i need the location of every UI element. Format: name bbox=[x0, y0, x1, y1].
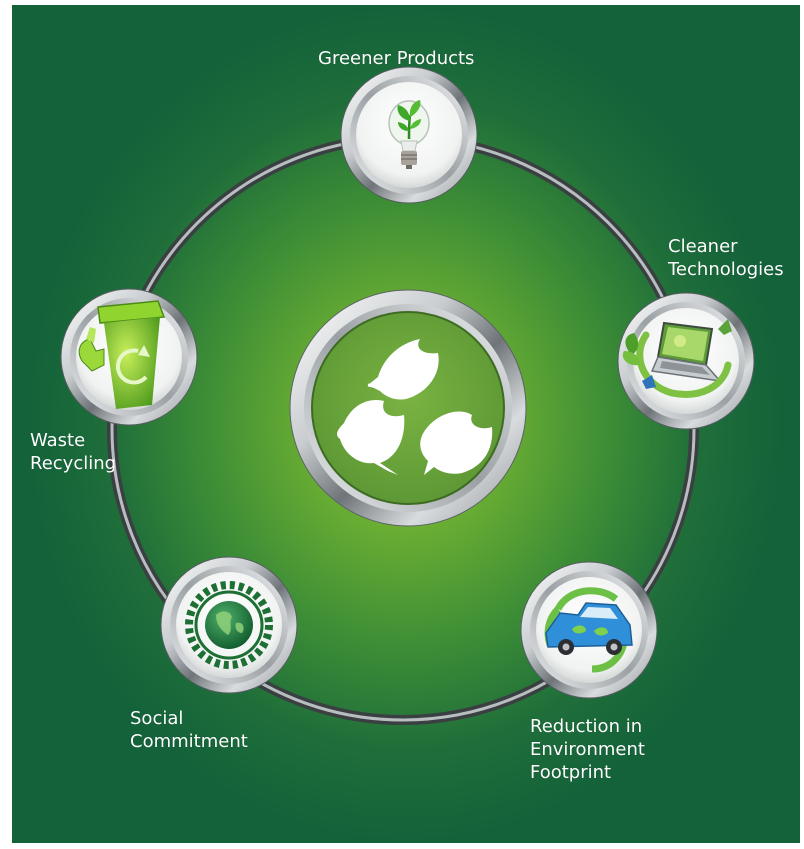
node-social-commitment bbox=[160, 556, 298, 694]
label-greener-products: Greener Products bbox=[318, 48, 475, 69]
label-waste-recycling: Waste Recycling bbox=[30, 430, 117, 474]
center-node bbox=[289, 289, 527, 527]
node-reduction-footprint bbox=[520, 561, 658, 699]
node-greener-products bbox=[340, 66, 478, 204]
label-cleaner-technologies: Cleaner Technologies bbox=[668, 236, 784, 280]
diagram-background: Greener Products Cleaner Technologies Re… bbox=[12, 5, 800, 843]
three-leaves-icon bbox=[337, 339, 493, 475]
label-reduction-footprint: Reduction in Environment Footprint bbox=[530, 716, 645, 783]
globe-with-people-ring-icon bbox=[185, 581, 273, 669]
recycle-bin-icon bbox=[78, 300, 166, 409]
eco-car-with-recycle-arrows-icon bbox=[544, 587, 633, 673]
laptop-with-leaves-icon bbox=[622, 319, 732, 398]
label-social-commitment: Social Commitment bbox=[130, 708, 248, 752]
node-waste-recycling bbox=[60, 288, 198, 426]
light-bulb-with-sprout-icon bbox=[388, 100, 430, 169]
cycle-diagram bbox=[60, 66, 755, 725]
node-cleaner-technologies bbox=[617, 292, 755, 430]
